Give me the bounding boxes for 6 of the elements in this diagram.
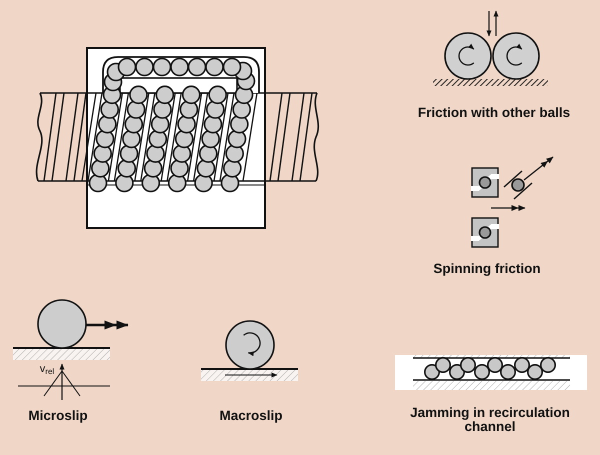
caption: Macroslip [219, 409, 283, 423]
caption: Jamming in recirculation channel [409, 406, 571, 434]
velocity-label: v$_{rel}$ [40, 363, 54, 375]
caption: Friction with other balls [418, 106, 570, 120]
caption: Microslip [28, 409, 88, 423]
caption: Spinning friction [433, 262, 541, 276]
